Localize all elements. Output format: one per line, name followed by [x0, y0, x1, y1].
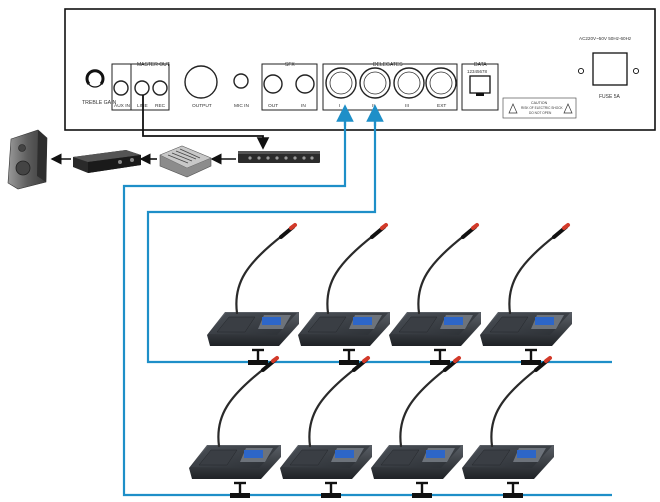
delegate-port-ext[interactable]: [425, 67, 457, 99]
sfx-in-connector[interactable]: [295, 74, 315, 94]
gooseneck-mic-icon: [326, 233, 376, 315]
treble-gain-label: TREBLE GAIN: [82, 100, 117, 106]
delegate-unit[interactable]: [480, 223, 572, 365]
mixer-icon: [159, 145, 212, 178]
sfx-frame: [261, 63, 318, 111]
amplifier-icon: [73, 150, 141, 173]
data-frame: [461, 63, 499, 111]
bus-line-row-2: [122, 112, 612, 497]
output-connector[interactable]: [184, 65, 218, 99]
delegate-unit[interactable]: [280, 356, 372, 498]
delegate-unit[interactable]: [189, 356, 281, 498]
sfx-in-label: IN: [301, 103, 306, 109]
delegate-unit[interactable]: [298, 223, 390, 365]
svg-text:RISK OF ELECTRIC SHOCK: RISK OF ELECTRIC SHOCK: [521, 106, 563, 110]
gooseneck-mic-icon: [217, 366, 267, 448]
gooseneck-mic-icon: [308, 366, 358, 448]
warning-triangle-icon: [508, 103, 518, 114]
delegate-units: [189, 223, 572, 498]
delegates-frame: [322, 63, 458, 111]
gooseneck-mic-icon: [235, 233, 285, 315]
delegate-port-3-label: III: [405, 103, 409, 109]
delegate-unit[interactable]: [207, 223, 299, 365]
delegate-port-3[interactable]: [393, 67, 425, 99]
main-unit-rear-panel: TREBLE GAIN MASTER OUT AUX IN LINE REC O…: [64, 8, 656, 131]
mic-in-label: MIC IN: [234, 103, 249, 109]
fuse-label: FUSE 5A: [599, 94, 621, 100]
aux-in-label: AUX IN: [114, 103, 131, 109]
delegate-port-2-label: II: [372, 103, 375, 109]
warning-label: CAUTION RISK OF ELECTRIC SHOCK DO NOT OP…: [502, 97, 577, 119]
lcd-screen-icon: [244, 450, 263, 458]
delegate-unit[interactable]: [371, 356, 463, 498]
delegate-port-1[interactable]: [325, 67, 357, 99]
rec-jack[interactable]: [152, 80, 168, 96]
master-out-frame: [130, 63, 170, 111]
lcd-screen-icon: [535, 317, 554, 325]
delegate-port-1-label: I: [339, 103, 340, 109]
processor-icon: [238, 151, 320, 163]
delegate-port-2[interactable]: [359, 67, 391, 99]
lcd-screen-icon: [353, 317, 372, 325]
line-jack[interactable]: [134, 80, 150, 96]
output-label: OUTPUT: [192, 103, 212, 109]
data-label: DATA: [474, 62, 487, 68]
mic-in-jack[interactable]: [233, 73, 249, 89]
speaker-icon: [7, 129, 48, 190]
warning-triangle-icon: [563, 103, 573, 114]
lcd-screen-icon: [335, 450, 354, 458]
lcd-screen-icon: [517, 450, 536, 458]
delegate-unit[interactable]: [389, 223, 481, 365]
delegates-label: DELEGATES: [373, 62, 403, 68]
bus-line-row-1: [146, 112, 612, 364]
sfx-out-label: OUT: [268, 103, 278, 109]
power-rating-label: AC220V~50V 50Hz-60Hz: [579, 36, 632, 41]
gooseneck-mic-icon: [508, 233, 558, 315]
treble-gain-knob[interactable]: [85, 69, 105, 88]
gooseneck-mic-icon: [417, 233, 467, 315]
data-port[interactable]: [469, 75, 491, 96]
lcd-screen-icon: [426, 450, 445, 458]
line-out-cable: [142, 95, 270, 150]
data-pins-label: 12345678: [467, 69, 488, 74]
power-socket[interactable]: [577, 52, 640, 86]
delegate-unit[interactable]: [462, 356, 554, 498]
lcd-screen-icon: [444, 317, 463, 325]
rec-label: REC: [155, 103, 166, 109]
aux-in-jack[interactable]: [113, 80, 129, 96]
svg-text:CAUTION: CAUTION: [531, 101, 548, 105]
master-out-label: MASTER OUT: [137, 62, 170, 68]
sfx-label: SFX: [285, 62, 295, 68]
sfx-out-connector[interactable]: [263, 74, 283, 94]
lcd-screen-icon: [262, 317, 281, 325]
delegate-bus-lines: [122, 112, 612, 497]
delegate-port-ext-label: EXT: [437, 103, 446, 109]
gooseneck-mic-icon: [399, 366, 449, 448]
svg-text:DO NOT OPEN: DO NOT OPEN: [529, 111, 552, 115]
gooseneck-mic-icon: [490, 366, 540, 448]
